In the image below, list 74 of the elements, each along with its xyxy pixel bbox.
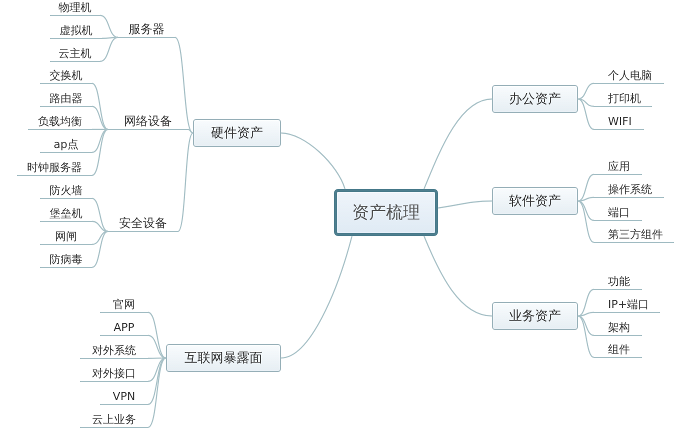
leaf-label: 网闸 — [40, 229, 92, 245]
connector-line — [92, 198, 108, 232]
leaf-label: WIFI — [594, 114, 644, 130]
leaf-label: 交换机 — [40, 68, 92, 84]
connector-line — [578, 200, 594, 243]
connector-line — [423, 236, 492, 317]
central-topic-box: 资产梳理 — [334, 189, 438, 236]
branch-box: 硬件资产 — [193, 119, 281, 147]
connector-line — [102, 36, 118, 39]
connector-line — [174, 36, 194, 134]
subtopic-label: 服务器 — [118, 22, 175, 38]
leaf-label: 组件 — [594, 342, 642, 358]
connector-line — [100, 36, 118, 62]
connector-line — [578, 312, 594, 317]
leaf-label: 端口 — [594, 205, 642, 221]
leaf-label: APP — [100, 320, 148, 336]
leaf-label: 架构 — [594, 320, 642, 336]
leaf-label: VPN — [100, 389, 148, 405]
connector-line — [148, 357, 166, 359]
connector-line — [578, 315, 594, 336]
connector-line — [578, 315, 594, 358]
leaf-label: 虚拟机 — [50, 23, 102, 39]
leaf-label: 防火墙 — [40, 183, 92, 199]
leaf-label: 打印机 — [594, 91, 652, 107]
connector-line — [92, 106, 108, 130]
connector-line — [280, 236, 353, 359]
leaf-label: ap点 — [40, 137, 92, 153]
leaf-label: 操作系统 — [594, 182, 664, 198]
branch-box: 业务资产 — [492, 302, 578, 330]
leaf-label: 路由器 — [40, 91, 92, 107]
connector-line — [148, 357, 166, 382]
leaf-label: 堡垒机 — [40, 206, 92, 222]
connector-line — [92, 128, 108, 130]
leaf-label: 第三方组件 — [594, 227, 674, 243]
leaf-label: 应用 — [594, 159, 642, 175]
leaf-label: 功能 — [594, 274, 642, 290]
connector-line — [578, 98, 594, 130]
connector-line — [578, 174, 594, 202]
leaf-label: 物理机 — [50, 0, 100, 16]
branch-box: 软件资产 — [492, 187, 578, 215]
connector-line — [92, 220, 108, 232]
connector-line — [578, 98, 594, 107]
connector-line — [148, 357, 166, 428]
leaf-label: 时钟服务器 — [17, 160, 92, 176]
connector-line — [438, 200, 492, 209]
branch-box: 办公资产 — [492, 85, 578, 113]
connector-line — [280, 132, 346, 190]
leaf-label: 负载均衡 — [28, 114, 92, 130]
connector-line — [148, 334, 166, 359]
leaf-label: 云上业务 — [80, 412, 148, 428]
connector-line — [423, 98, 492, 190]
leaf-label: 云主机 — [50, 46, 100, 62]
leaf-label: 对外接口 — [80, 366, 148, 382]
leaf-label: 对外系统 — [80, 343, 148, 359]
connector-line — [578, 288, 594, 317]
connector-line — [92, 82, 108, 130]
leaf-label: 防病毒 — [40, 252, 92, 268]
connector-line — [148, 312, 166, 359]
branch-box: 互联网暴露面 — [166, 344, 281, 372]
connector-line — [578, 196, 594, 202]
connector-line — [92, 128, 108, 153]
connector-line — [148, 357, 166, 405]
leaf-label: IP+端口 — [594, 297, 660, 313]
connector-line — [92, 230, 108, 268]
leaf-label: 官网 — [100, 297, 148, 313]
connector-line — [578, 200, 594, 221]
connector-line — [578, 82, 594, 100]
subtopic-label: 网络设备 — [108, 114, 188, 130]
connector-line — [178, 132, 194, 232]
connector-line — [92, 128, 108, 176]
connector-line — [100, 14, 118, 38]
subtopic-label: 安全设备 — [108, 216, 178, 232]
connector-line — [92, 230, 108, 245]
leaf-label: 个人电脑 — [594, 68, 664, 84]
